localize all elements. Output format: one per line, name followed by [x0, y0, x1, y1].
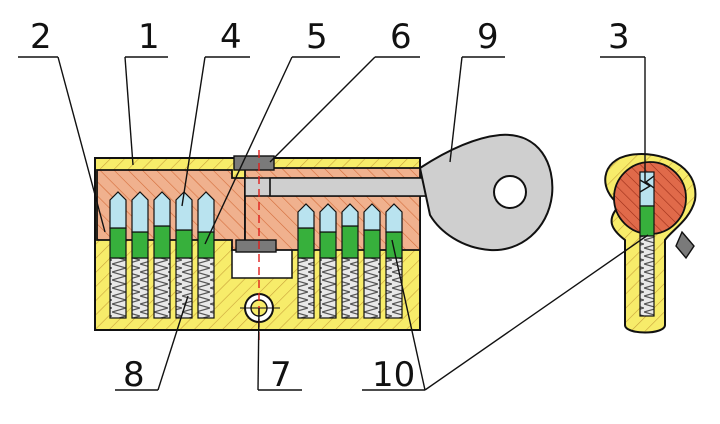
label-8: 8	[123, 355, 145, 395]
label-2: 2	[30, 17, 52, 57]
label-10: 10	[372, 355, 415, 395]
label-6: 6	[390, 17, 412, 57]
mounting-hole	[240, 293, 280, 323]
label-9: 9	[477, 17, 499, 57]
driver-pins	[109, 191, 215, 233]
side-view	[604, 153, 697, 334]
springs-right	[297, 257, 403, 319]
key	[269, 133, 554, 252]
label-1: 1	[138, 17, 160, 57]
label-4: 4	[220, 17, 242, 57]
left-pin-stacks	[109, 191, 215, 319]
label-3: 3	[608, 17, 630, 57]
label-5: 5	[306, 17, 328, 57]
key-pins-right	[297, 225, 403, 259]
leader-lines	[18, 56, 649, 391]
key-pins	[109, 225, 215, 259]
label-7: 7	[270, 355, 292, 395]
right-pin-stacks	[297, 203, 403, 319]
springs	[109, 257, 215, 319]
driver-pins-right	[297, 203, 403, 233]
